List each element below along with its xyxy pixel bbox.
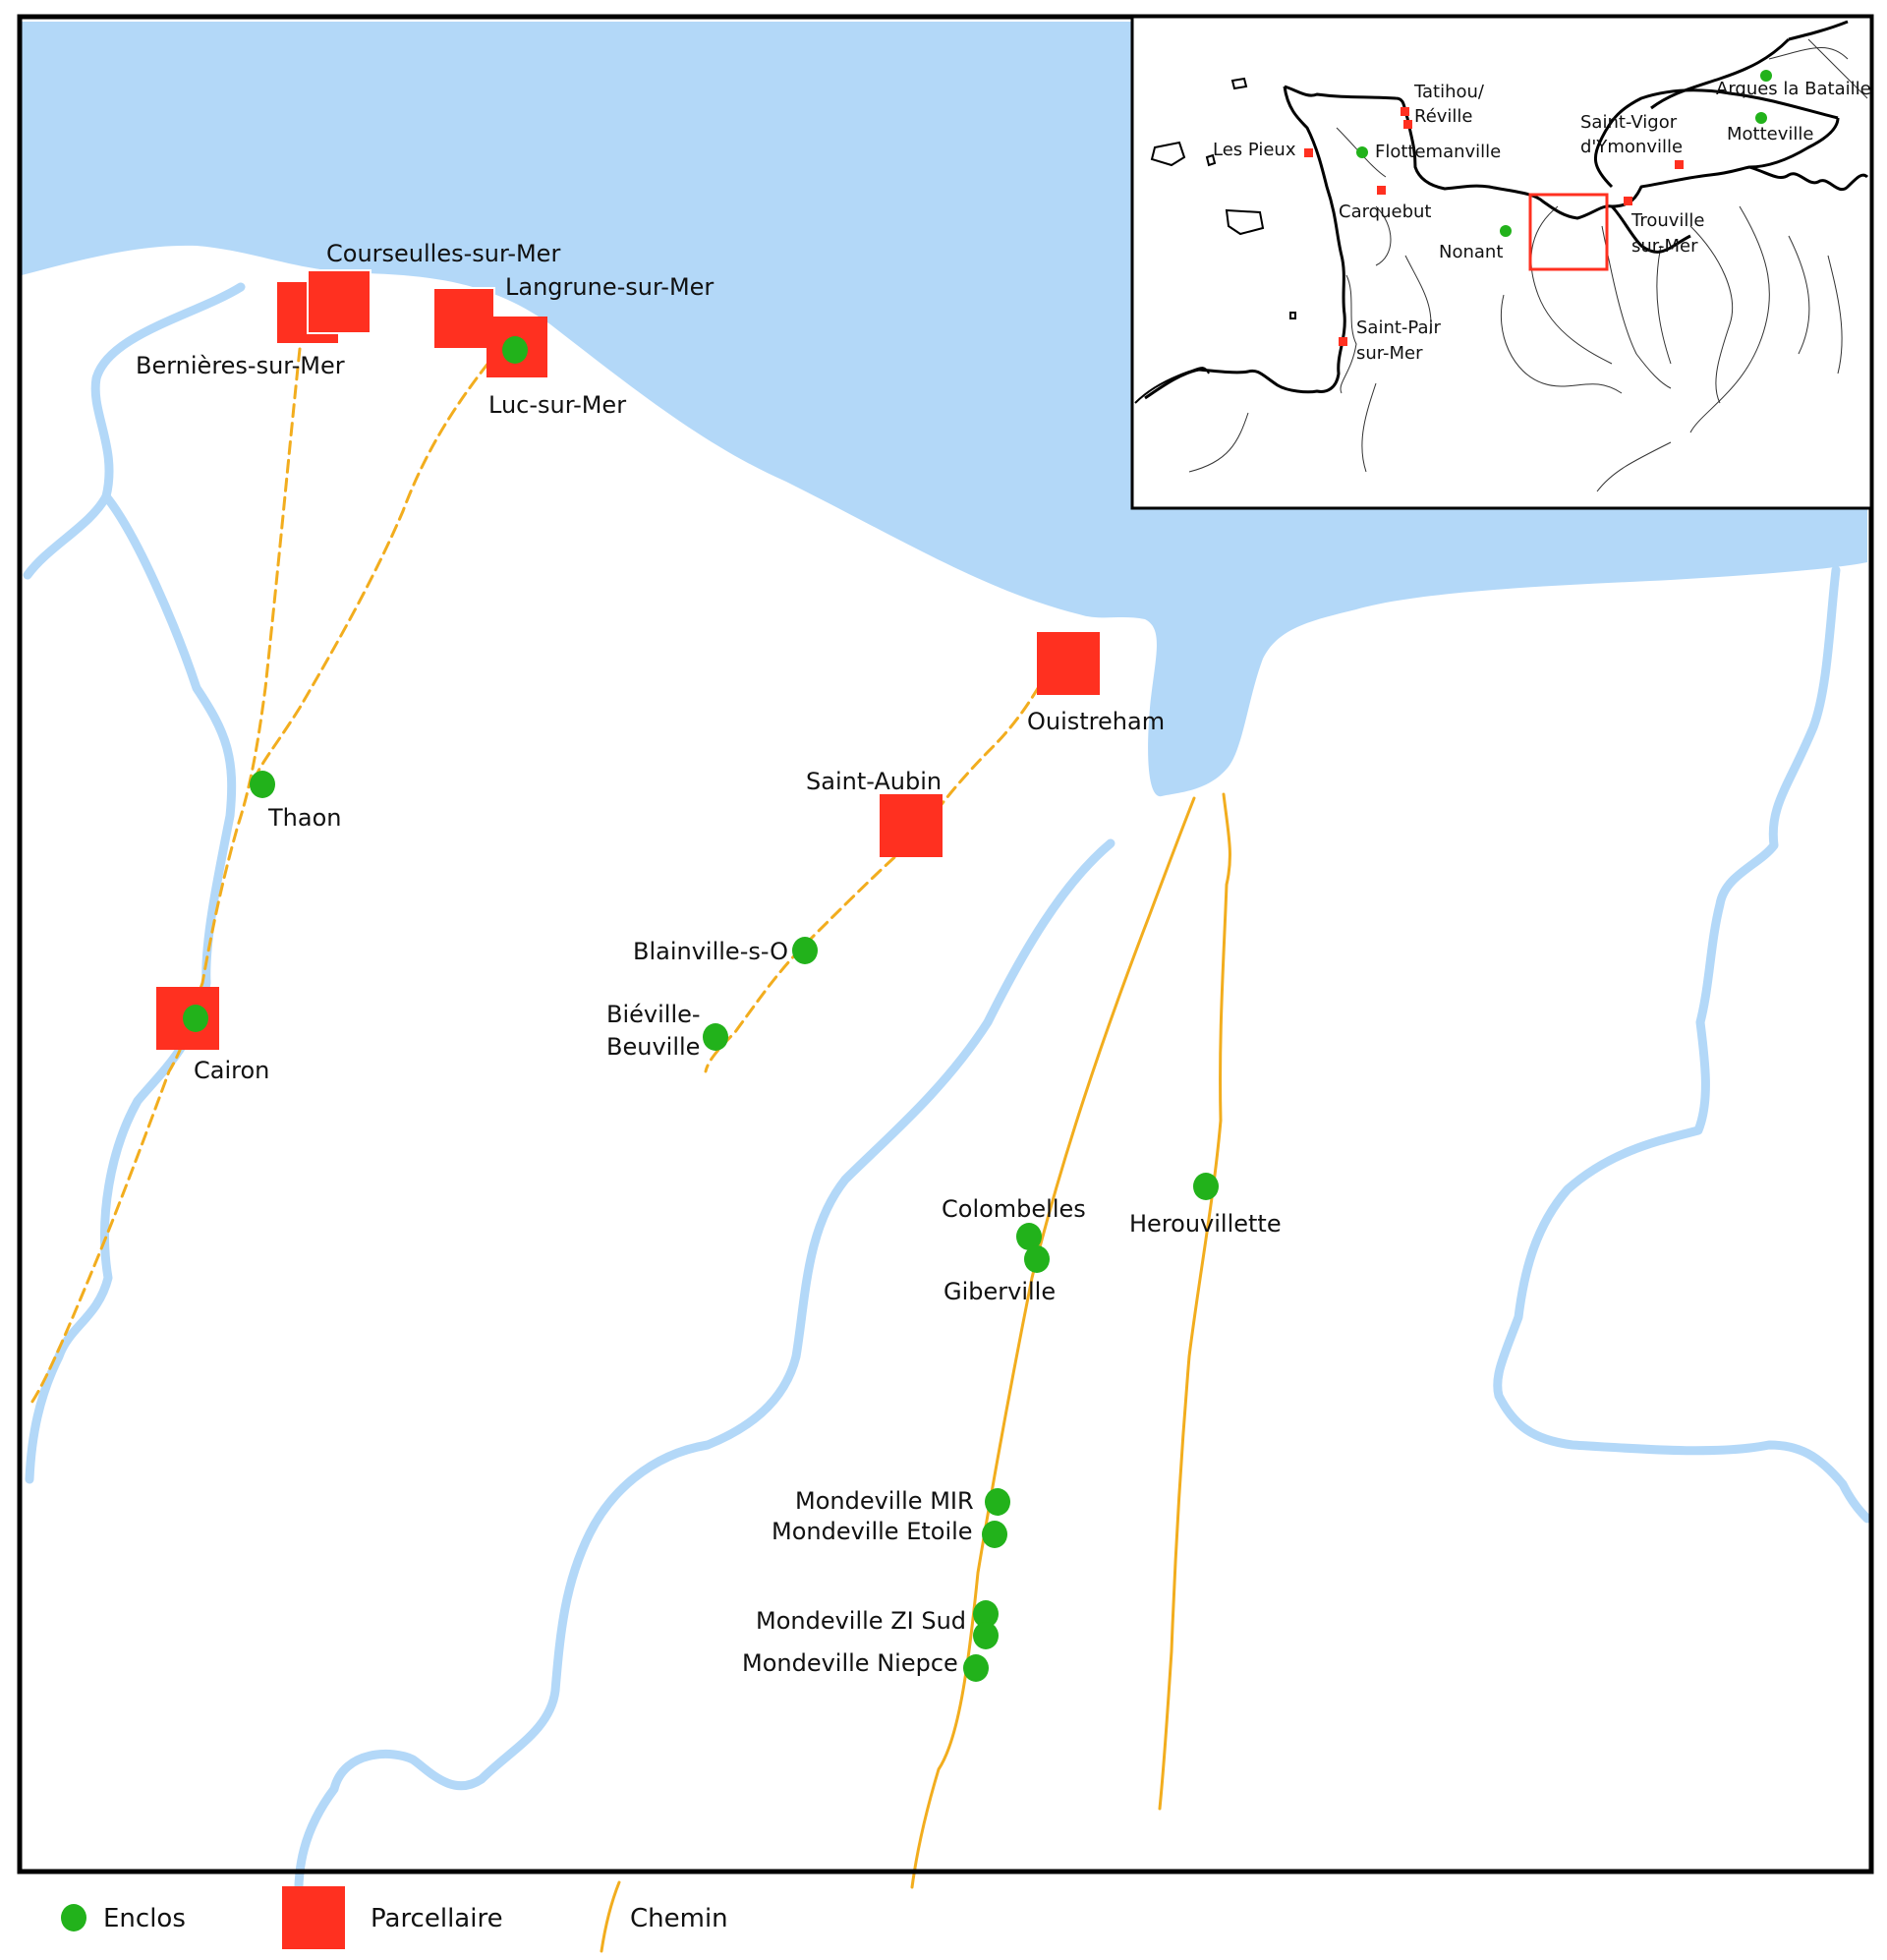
label-mondeville-mir: Mondeville MIR <box>795 1487 974 1515</box>
inset-parcellaire-carquebut <box>1377 186 1386 195</box>
site-labels: Courseulles-sur-Mer Bernières-sur-Mer La… <box>136 240 1282 1677</box>
inset-parcellaire-saint-pair <box>1339 337 1347 346</box>
parcellaire-courseulles <box>307 269 372 334</box>
label-herouvillette: Herouvillette <box>1129 1210 1282 1238</box>
enclos-luc <box>502 336 528 364</box>
parcellaire-langrune <box>432 287 495 350</box>
label-bernieres: Bernières-sur-Mer <box>136 352 345 379</box>
inset-enclos-arques <box>1760 70 1772 82</box>
legend-enclos-symbol <box>61 1904 86 1931</box>
label-saint-aubin: Saint-Aubin <box>806 768 942 795</box>
enclos-mondeville-etoile <box>982 1521 1007 1548</box>
river-seulles <box>23 282 246 580</box>
inset-parcellaire-saint-vigor <box>1675 160 1684 169</box>
enclos-herouvillette <box>1193 1173 1219 1200</box>
inset-labels: Tatihou/ Réville Les Pieux Flottemanvill… <box>1213 79 1871 364</box>
legend-chemin-label: Chemin <box>630 1904 728 1933</box>
inset-label-arques: Arques la Bataille <box>1716 79 1871 99</box>
parcellaire-ouistreham <box>1037 632 1100 695</box>
label-thaon: Thaon <box>267 804 341 832</box>
chemin-west <box>910 796 1196 1889</box>
inset-label-trouville-1: Trouville <box>1630 210 1705 231</box>
enclos-blainville <box>792 937 818 964</box>
dashed-ouistreham-bieville <box>704 635 1065 1073</box>
enclos-mondeville-niepce <box>963 1654 989 1682</box>
dashed-bernieres-cairon <box>28 347 302 1408</box>
parcellaire-saint-aubin <box>880 794 943 857</box>
inset-label-les-pieux: Les Pieux <box>1213 140 1296 160</box>
inset-parcellaire <box>1304 107 1684 346</box>
label-blainville: Blainville-s-O <box>633 938 788 965</box>
parcellaire-squares <box>156 269 1100 1050</box>
inset-label-flottemanville: Flottemanville <box>1375 142 1501 162</box>
legend-parcellaire-symbol <box>282 1886 345 1949</box>
dashed-luc-thaon <box>250 332 513 788</box>
inset-rivers <box>1188 38 1868 492</box>
inset-background <box>1132 17 1871 508</box>
label-mondeville-niepce: Mondeville Niepce <box>742 1649 958 1677</box>
inset-parcellaire-tatihou-1 <box>1401 107 1409 116</box>
enclos-dots <box>183 336 1219 1682</box>
inset-label-carquebut: Carquebut <box>1339 202 1431 222</box>
chemins <box>910 792 1231 1889</box>
enclos-thaon <box>250 771 275 798</box>
river-orne-west <box>294 838 1115 1922</box>
inset-brittany-coast <box>1134 367 1210 404</box>
label-colombelles: Colombelles <box>942 1195 1086 1223</box>
main-map-border <box>17 14 1874 1874</box>
inset-enclos <box>1356 70 1772 237</box>
enclos-giberville <box>1024 1245 1050 1273</box>
inset-label-saint-vigor-1: Saint-Vigor <box>1580 112 1678 133</box>
label-luc: Luc-sur-Mer <box>488 391 626 419</box>
inset-label-tatihou-1: Tatihou/ <box>1413 82 1485 102</box>
label-bieville-2: Beuville <box>606 1033 700 1061</box>
inset-parcellaire-trouville <box>1624 197 1632 205</box>
island-alderney <box>1230 77 1248 90</box>
legend-enclos-label: Enclos <box>103 1904 186 1933</box>
island-sark <box>1205 153 1217 167</box>
inset-enclos-flottemanville <box>1356 146 1368 158</box>
island-guernsey <box>1150 141 1186 167</box>
inset-label-saint-pair-2: sur-Mer <box>1356 343 1423 364</box>
enclos-bieville <box>703 1023 728 1051</box>
inset-label-saint-vigor-2: d'Ymonville <box>1580 137 1683 157</box>
label-bieville-1: Biéville- <box>606 1001 701 1028</box>
label-courseulles: Courseulles-sur-Mer <box>326 240 560 267</box>
inset-label-nonant: Nonant <box>1439 242 1503 262</box>
enclos-mondeville-mir <box>985 1488 1010 1516</box>
label-ouistreham: Ouistreham <box>1027 708 1165 735</box>
enclos-colombelles <box>1016 1223 1042 1250</box>
inset-border <box>1130 15 1873 510</box>
study-area-box <box>1528 193 1609 271</box>
label-giberville: Giberville <box>944 1278 1056 1305</box>
inset-label-motteville: Motteville <box>1727 124 1813 144</box>
inset-enclos-nonant <box>1500 225 1512 237</box>
enclos-mondeville-zi-2 <box>973 1622 999 1649</box>
inset-label-trouville-2: sur-Mer <box>1631 236 1698 257</box>
chemin-east <box>1158 792 1231 1811</box>
island-chausey <box>1289 312 1296 319</box>
river-dives <box>1493 565 1872 1524</box>
legend-chemin-symbol <box>600 1880 621 1953</box>
label-langrune: Langrune-sur-Mer <box>505 273 714 301</box>
inset-coastline <box>1144 20 1869 400</box>
enclos-cairon <box>183 1005 208 1032</box>
inset-parcellaire-les-pieux <box>1304 148 1313 157</box>
label-mondeville-zi: Mondeville ZI Sud <box>756 1607 966 1635</box>
inset-islands <box>1150 77 1296 319</box>
legend: Enclos Parcellaire Chemin <box>61 1880 728 1953</box>
enclos-mondeville-zi-1 <box>973 1600 999 1628</box>
inset-enclos-motteville <box>1755 112 1767 124</box>
inset-label-saint-pair-1: Saint-Pair <box>1356 317 1441 338</box>
label-cairon: Cairon <box>194 1057 269 1084</box>
label-mondeville-etoile: Mondeville Etoile <box>772 1518 973 1545</box>
legend-parcellaire-label: Parcellaire <box>371 1904 503 1933</box>
dashed-lines <box>28 332 1065 1408</box>
inset-label-tatihou-2: Réville <box>1414 106 1473 127</box>
island-jersey <box>1225 208 1265 236</box>
inset-map: Tatihou/ Réville Les Pieux Flottemanvill… <box>1130 15 1873 510</box>
inset-parcellaire-tatihou-2 <box>1403 120 1412 129</box>
